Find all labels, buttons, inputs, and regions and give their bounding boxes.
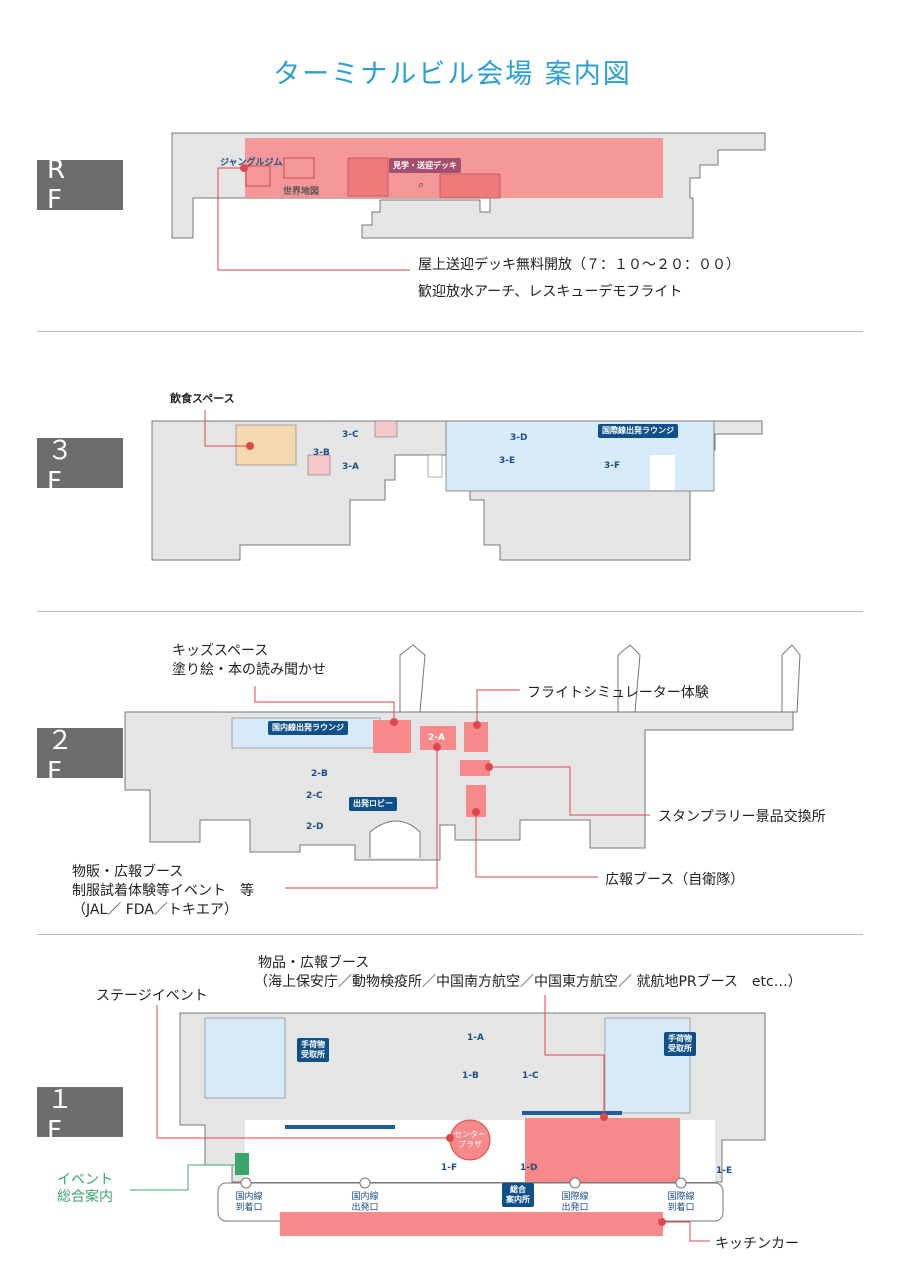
2f-note-kids-1: キッズスペース [172, 643, 269, 659]
label-2c: 2-C [306, 791, 323, 801]
label-baggage-right: 手荷物 受取所 [664, 1032, 696, 1056]
3f-stairs [427, 454, 443, 478]
floor-tag-3f: ３ F [37, 436, 123, 497]
label-1d: 1-D [520, 1163, 538, 1173]
2f-kids-space [373, 720, 411, 753]
3f-pink-c [235, 424, 297, 466]
label-jungle-gym: ジャングルジム [220, 158, 283, 168]
gate-dom-departure: 国内線 出発口 [351, 1192, 379, 1213]
1f-right-booth [525, 1118, 680, 1182]
1f-note-event-info: イベント 総合案内 [50, 1172, 120, 1206]
2f-note-pr: 広報ブース（自衛隊） [605, 872, 745, 888]
page-title: ターミナルビル会場 案内図 [273, 59, 632, 90]
rf-leader-line [217, 167, 410, 271]
label-world-map: 世界地図 [283, 187, 320, 197]
2f-note-merch-2: 制服試着体験等イベント 等 [72, 883, 254, 899]
gate-dom-arrival: 国内線 到着口 [235, 1192, 263, 1213]
2f-pier-left [399, 644, 426, 713]
label-dom-lounge: 国内線出発ラウンジ [268, 721, 348, 735]
label-2a: 2-A [428, 733, 445, 743]
2f-leader-sim [476, 689, 520, 725]
rf-jungle-gym-box [245, 165, 271, 187]
floor-tag-rf: R F [37, 155, 123, 215]
floor-tag-2f: ２ F [37, 726, 123, 787]
1f-baggage-left [204, 1017, 286, 1099]
2f-note-merch-3: （JAL／ FDA／トキエア） [72, 902, 238, 918]
2f-leader-pr [475, 812, 598, 878]
event-info-line-1: イベント [57, 1172, 113, 1188]
1f-leader-goods [544, 995, 605, 1117]
label-2d: 2-D [306, 822, 324, 832]
label-3a: 3-A [342, 462, 359, 472]
2f-pier-right [781, 644, 801, 713]
label-center-plaza: センター プラザ [454, 1130, 486, 1149]
label-3e: 3-E [499, 456, 516, 466]
1f-green-marker [235, 1153, 249, 1175]
label-3d: 3-D [510, 433, 528, 443]
rf-inner-box2 [439, 173, 501, 199]
3f-pink-a [307, 454, 331, 476]
label-deck: 見学・送迎デッキ [389, 158, 461, 173]
3f-leader-line [204, 410, 250, 447]
1f-note-goods-1: 物品・広報ブース [258, 955, 370, 971]
floor-tag-1f: １ F [37, 1085, 123, 1146]
rf-note-1: 屋上送迎デッキ無料開放（７：１０～２０：００） [418, 257, 740, 273]
divider-1 [37, 331, 863, 332]
label-baggage-left: 手荷物 受取所 [297, 1038, 329, 1062]
label-1f: 1-F [441, 1163, 458, 1173]
rf-inner-box [347, 157, 389, 197]
label-2b: 2-B [311, 769, 328, 779]
3f-white-block [650, 455, 675, 490]
divider-2 [37, 611, 863, 612]
1f-note-stage: ステージイベント [96, 988, 208, 1004]
2f-stamp [460, 760, 490, 776]
2f-note-kids-2: 塗り絵・本の読み聞かせ [172, 662, 326, 678]
label-3b: 3-B [313, 448, 330, 458]
3f-note-dining: 飲食スペース [170, 392, 235, 405]
2f-pier-mid [617, 644, 641, 713]
3f-pink-b [374, 420, 398, 438]
2f-note-merch-1: 物販・広報ブース [72, 864, 184, 880]
1f-leader-info [130, 1164, 235, 1191]
gate-intl-departure: 国際線 出発口 [561, 1192, 589, 1213]
1f-blue-bar-right [522, 1111, 622, 1115]
event-info-line-2: 総合案内 [57, 1189, 113, 1205]
label-intl-lounge: 国際線出発ラウンジ [598, 424, 678, 438]
label-1a: 1-A [467, 1033, 484, 1043]
label-departure-lobby: 出発ロビー [349, 797, 397, 811]
label-3c: 3-C [342, 430, 359, 440]
1f-note-goods-2: （海上保安庁／動物検疫所／中国南方航空／中国東方航空／ 就航地PRブース etc… [254, 974, 802, 990]
label-1c: 1-C [522, 1071, 539, 1081]
2f-leader-stamp [489, 766, 650, 816]
1f-blue-bar-left [285, 1125, 395, 1129]
2f-departure-arch [369, 820, 421, 858]
2f-note-flight-sim: フライトシミュレーター体験 [527, 685, 709, 701]
gate-intl-arrival: 国際線 到着口 [667, 1192, 695, 1213]
2f-pr-booth [466, 785, 486, 817]
rf-world-map-box [283, 157, 315, 179]
binoculars-icon: ⌕ [418, 178, 425, 191]
2f-note-stamp: スタンプラリー景品交換所 [658, 809, 826, 825]
1f-note-kitchen: キッチンカー [715, 1236, 799, 1252]
divider-3 [37, 934, 863, 935]
label-3f: 3-F [604, 461, 621, 471]
2f-leader-merch [285, 747, 438, 889]
label-info-desk: 総合 案内所 [502, 1183, 534, 1207]
label-1b: 1-B [462, 1071, 479, 1081]
2f-leader-kids [254, 686, 395, 722]
2f-outline [124, 711, 794, 861]
label-1e: 1-E [716, 1166, 733, 1176]
1f-kitchen-car [280, 1212, 663, 1236]
1f-leader-stage [156, 1005, 450, 1139]
rf-note-2: 歓迎放水アーチ、レスキューデモフライト [418, 284, 683, 300]
1f-leader-kitchen [662, 1221, 710, 1242]
